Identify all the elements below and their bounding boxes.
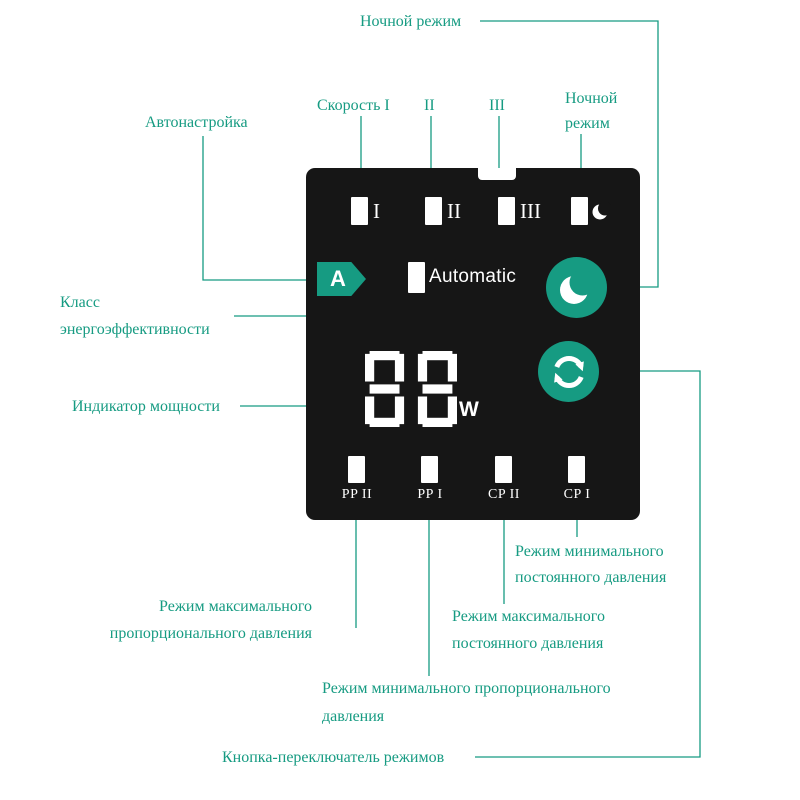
digit-8-right xyxy=(417,351,457,427)
mode-pp2-label: PP II xyxy=(341,487,373,502)
night-mode-button[interactable] xyxy=(546,257,607,318)
annotation-pp2: Режим максимального пропорционального да… xyxy=(109,598,312,642)
annotation-cp1: Режим минимального постоянного давления xyxy=(515,543,667,586)
automatic-label: Automatic xyxy=(429,266,517,287)
mode-cp1-label: CP I xyxy=(563,487,591,502)
speed-2-indicator-light xyxy=(425,197,442,225)
autoadapt-badge-letter: A xyxy=(330,266,346,291)
annotation-speed-1: Скорость I xyxy=(317,97,390,114)
annotation-energy-class: Класс энергоэффективности xyxy=(60,294,210,338)
rotate-arrows-icon xyxy=(553,355,584,388)
night-mode-indicator-light xyxy=(571,197,588,225)
annotation-night-mode-right: Ночной режим xyxy=(565,90,618,132)
speed-3-label: III xyxy=(520,199,541,223)
annotation-pp1: Режим минимального пропорционального дав… xyxy=(322,680,611,725)
moon-icon xyxy=(592,201,612,220)
moon-icon xyxy=(559,269,595,304)
speed-1-indicator-light xyxy=(351,197,368,225)
power-unit-label: W xyxy=(459,398,479,421)
speed-3-indicator-light xyxy=(498,197,515,225)
panel-notch xyxy=(478,168,516,180)
annotation-speed-2: II xyxy=(424,97,435,114)
annotation-autotune: Автонастройка xyxy=(145,114,248,131)
mode-pp1-indicator-light xyxy=(421,456,438,483)
mode-cp2-label: CP II xyxy=(488,487,520,502)
mode-cp2-indicator-light xyxy=(495,456,512,483)
mode-switch-button[interactable] xyxy=(538,341,599,402)
annotation-speed-3: III xyxy=(489,97,505,114)
mode-pp2-indicator-light xyxy=(348,456,365,483)
leader-autotune xyxy=(202,136,316,281)
digit-8-left xyxy=(365,351,405,427)
mode-pp1-label: PP I xyxy=(417,487,443,502)
annotation-power-indicator: Индикатор мощности xyxy=(72,398,220,415)
automatic-indicator-light xyxy=(408,262,425,293)
power-value: 88 xyxy=(0,0,1,1)
annotation-night-mode-top: Ночной режим xyxy=(360,13,462,30)
annotation-cp2: Режим максимального постоянного давления xyxy=(452,608,605,652)
speed-2-label: II xyxy=(447,199,461,223)
speed-1-label: I xyxy=(373,199,380,223)
power-seven-segment-display xyxy=(365,351,457,427)
mode-cp1-indicator-light xyxy=(568,456,585,483)
annotation-mode-button: Кнопка-переключатель режимов xyxy=(222,749,445,766)
